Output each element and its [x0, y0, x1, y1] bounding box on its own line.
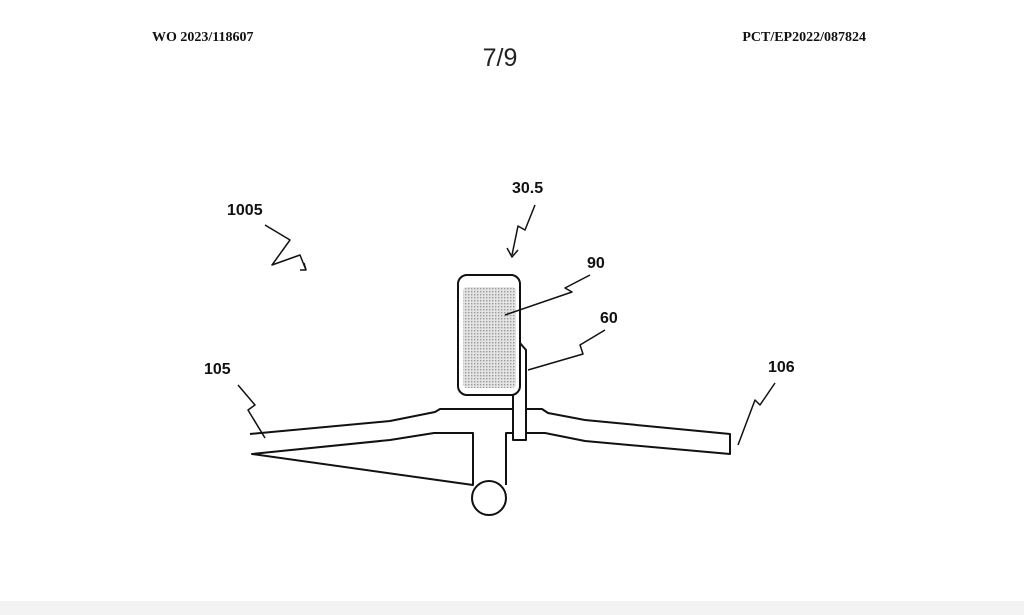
leader-90 [504, 274, 591, 316]
label-1005: 1005 [227, 202, 263, 219]
label-90: 90 [587, 255, 605, 272]
leader-30-5 [506, 204, 536, 258]
handlebar [249, 408, 731, 486]
publication-number: WO 2023/118607 [152, 30, 254, 45]
display [463, 287, 516, 388]
label-30-5: 30.5 [512, 180, 543, 197]
stem-clamp [471, 480, 507, 516]
leader-1005 [264, 224, 307, 271]
label-106: 106 [768, 359, 795, 376]
label-60: 60 [600, 310, 618, 327]
application-number: PCT/EP2022/087824 [742, 30, 866, 45]
sheet-number: 7/9 [482, 44, 518, 72]
mount [512, 342, 527, 441]
leader-106 [737, 382, 776, 446]
leader-60 [527, 329, 606, 371]
page-edge [0, 601, 1024, 615]
label-105: 105 [204, 361, 231, 378]
leader-105 [237, 384, 266, 439]
